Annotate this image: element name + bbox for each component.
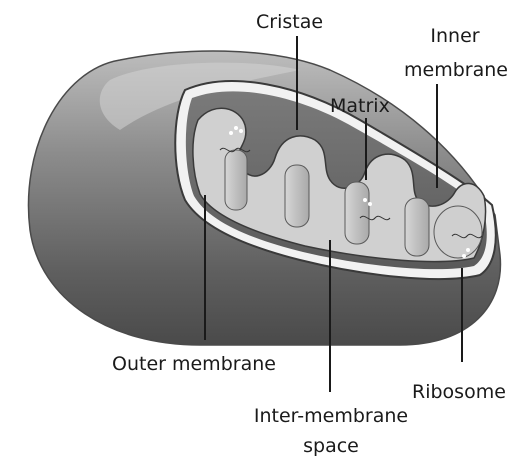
cristae-label: Cristae: [256, 10, 323, 34]
outer-membrane-label: Outer membrane: [112, 352, 276, 376]
ribosome-label: Ribosome: [412, 380, 506, 404]
intermembrane-label-line2: space: [241, 434, 421, 458]
inner-membrane-label-line1: Inner: [405, 24, 505, 48]
inner-membrane-label-line2: membrane: [404, 58, 504, 82]
matrix-label: Matrix: [330, 94, 390, 118]
intermembrane-label-line1: Inter-membrane: [241, 404, 421, 428]
